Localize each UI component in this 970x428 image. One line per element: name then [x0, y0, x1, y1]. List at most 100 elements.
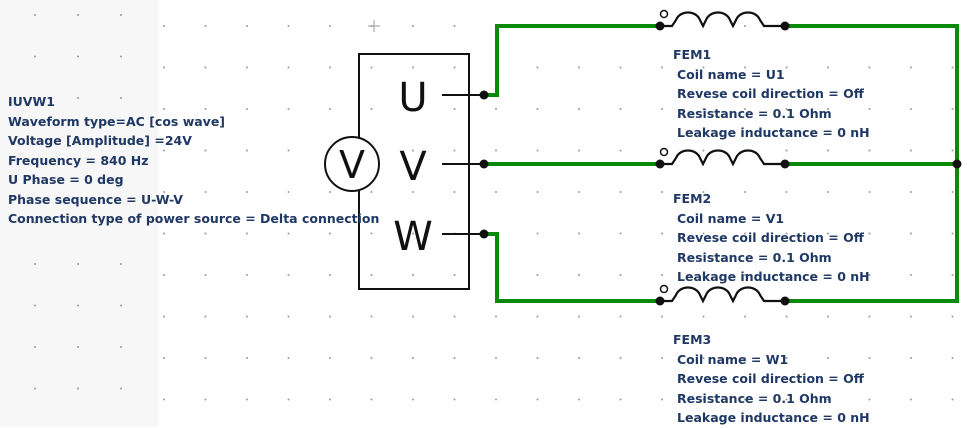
grid-dot: [77, 97, 79, 99]
grid-dot: [77, 138, 79, 141]
grid-dot: [661, 232, 663, 235]
fem2-properties[interactable]: FEM2 Coil name = V1 Revese coil directio…: [673, 189, 870, 287]
grid-dot: [702, 232, 705, 235]
grid-dot: [34, 14, 36, 16]
grid-dot: [619, 357, 622, 359]
polarity-dot-icon: [659, 9, 669, 19]
grid-dot: [910, 357, 912, 359]
grid-dot: [204, 398, 207, 401]
grid-dot: [827, 398, 829, 401]
fem1-properties[interactable]: FEM1 Coil name = U1 Revese coil directio…: [673, 45, 870, 143]
grid-dot: [412, 25, 414, 27]
fem3-properties[interactable]: FEM3 Coil name = W1 Revese coil directio…: [673, 330, 870, 428]
grid-dot: [453, 191, 456, 193]
grid-dot: [495, 315, 497, 318]
grid-dot: [951, 398, 954, 401]
grid-dot: [868, 149, 871, 152]
grid-dot: [661, 315, 663, 318]
coil-fem2[interactable]: [655, 147, 790, 169]
grid-dot: [120, 138, 122, 141]
grid-dot: [412, 66, 414, 69]
grid-dot: [536, 232, 539, 235]
grid-dot: [827, 357, 829, 359]
grid-dot: [246, 191, 248, 193]
fem3-title: FEM3: [673, 332, 712, 347]
coil-fem3[interactable]: [655, 284, 790, 306]
grid-dot: [287, 149, 290, 152]
grid-dot: [77, 304, 79, 307]
fem2-coil-name: Coil name = V1: [677, 210, 785, 226]
source-waveform: Waveform type=AC [cos wave]: [8, 113, 226, 129]
grid-dot: [34, 346, 36, 348]
grid-dot: [827, 149, 829, 152]
grid-dot: [287, 108, 290, 110]
grid-dot: [536, 66, 539, 69]
grid-dot: [536, 398, 539, 401]
wire-w[interactable]: [484, 232, 660, 303]
junction-dot-w: [479, 229, 489, 239]
grid-dot: [702, 315, 705, 318]
grid-dot: [619, 315, 622, 318]
voltage-source-icon[interactable]: [324, 136, 380, 192]
grid-dot: [246, 398, 248, 401]
grid-dot: [578, 232, 580, 235]
terminal-stubs: [442, 94, 484, 235]
grid-dot: [370, 315, 373, 318]
grid-dot: [120, 263, 122, 265]
grid-dot: [785, 315, 788, 318]
grid-dot: [163, 149, 165, 152]
grid-dot: [495, 108, 497, 110]
grid-dot: [34, 97, 36, 99]
grid-dot: [868, 357, 871, 359]
grid-dot: [951, 357, 954, 359]
grid-dot: [34, 221, 36, 224]
grid-dot: [536, 108, 539, 110]
grid-dot: [34, 55, 36, 58]
grid-dot: [163, 191, 165, 193]
grid-dot: [951, 274, 954, 276]
grid-dot: [619, 274, 622, 276]
left-shaded-area: [0, 0, 158, 427]
grid-dot: [412, 149, 414, 152]
grid-dot: [412, 108, 414, 110]
grid-dot: [329, 315, 331, 318]
grid-dot: [329, 108, 331, 110]
terminal-label-u: U: [398, 75, 427, 121]
grid-dot: [910, 149, 912, 152]
grid-dot: [120, 304, 122, 307]
grid-dot: [827, 191, 829, 193]
grid-dot: [578, 149, 580, 152]
grid-dot: [287, 66, 290, 69]
grid-dot: [287, 274, 290, 276]
grid-dot: [619, 398, 622, 401]
grid-dot: [910, 108, 912, 110]
grid-dot: [578, 66, 580, 69]
junction-dot-v: [479, 159, 489, 169]
coil-terminal-dot: [655, 21, 665, 31]
grid-dot: [661, 357, 663, 359]
grid-dot: [120, 346, 122, 348]
grid-dot: [868, 66, 871, 69]
coil-fem1[interactable]: [655, 9, 790, 31]
grid-dot: [951, 66, 954, 69]
grid-dot: [120, 221, 122, 224]
grid-dot: [412, 232, 414, 235]
grid-dot: [578, 108, 580, 110]
grid-dot: [536, 274, 539, 276]
grid-dot: [77, 180, 79, 182]
grid-dot: [287, 191, 290, 193]
grid-dot: [827, 66, 829, 69]
grid-dot: [246, 274, 248, 276]
wire-u[interactable]: [484, 24, 660, 97]
grid-dot: [204, 191, 207, 193]
grid-dot: [204, 274, 207, 276]
source-properties[interactable]: IUVW1 Waveform type=AC [cos wave] Voltag…: [8, 92, 379, 229]
grid-dot: [619, 191, 622, 193]
grid-dot: [329, 357, 331, 359]
grid-dot: [204, 66, 207, 69]
grid-dot: [120, 387, 122, 390]
grid-dot: [329, 25, 331, 27]
grid-dot: [163, 25, 165, 27]
coil-terminal-dot: [655, 296, 665, 306]
